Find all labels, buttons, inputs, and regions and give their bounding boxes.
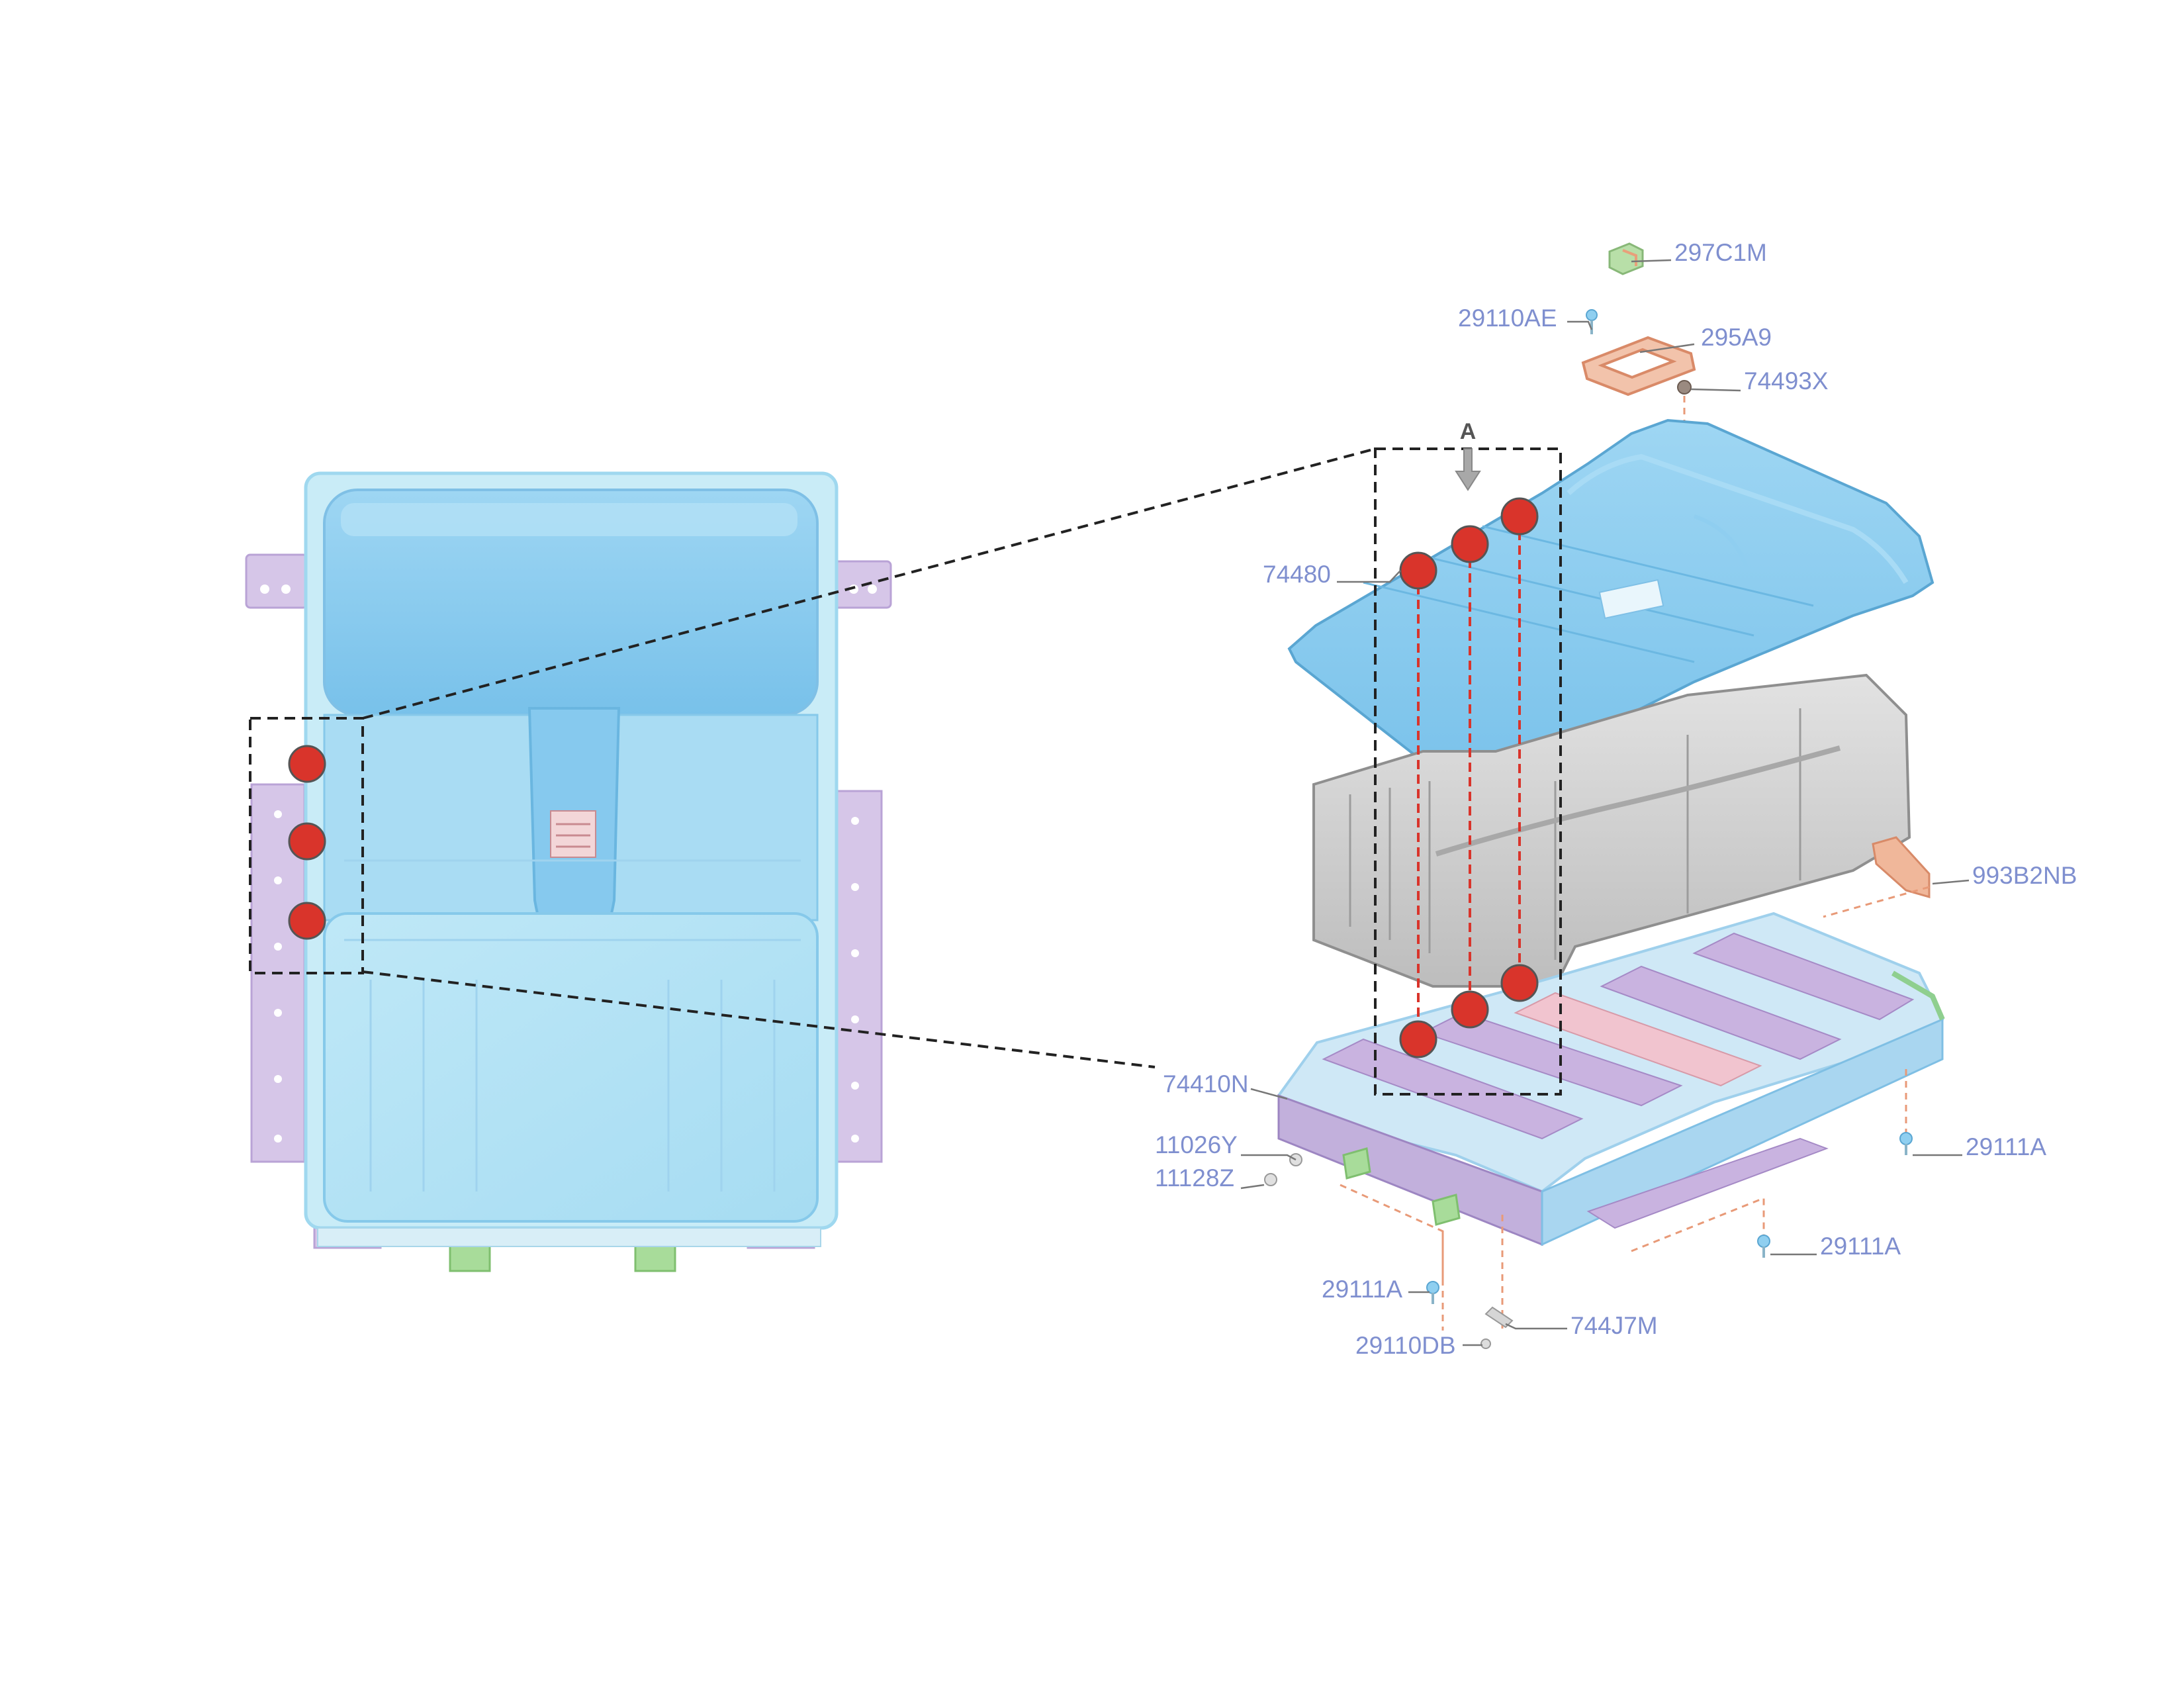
bracket-holes xyxy=(260,585,877,1143)
label-74493X: 74493X xyxy=(1744,367,1829,395)
label-74480: 74480 xyxy=(1263,561,1331,588)
part-29110DB-bolt xyxy=(1480,1338,1491,1349)
part-295A9-gasket xyxy=(1581,336,1696,397)
right-fastener-markers xyxy=(1399,497,1539,1058)
fastener-marker xyxy=(1399,1020,1437,1058)
label-297C1M: 297C1M xyxy=(1674,239,1767,266)
bolt-29111A-left xyxy=(1426,1281,1439,1304)
label-295A9: 295A9 xyxy=(1701,324,1772,351)
label-29111A-right: 29111A xyxy=(1966,1133,2046,1160)
label-74410N: 74410N xyxy=(1163,1070,1249,1098)
fastener-guides xyxy=(1340,1069,1907,1331)
top-view-pack xyxy=(245,471,892,1272)
tray-front-green-mounts xyxy=(1342,1147,1461,1226)
leader-lines xyxy=(1240,259,1970,1346)
lower-tray xyxy=(1277,912,1945,1246)
left-fastener-markers xyxy=(288,745,326,940)
label-29110DB: 29110DB xyxy=(1355,1332,1456,1359)
fastener-marker xyxy=(288,822,326,861)
fastener-marker xyxy=(1451,990,1489,1029)
bolt-29111A-right xyxy=(1899,1132,1913,1155)
view-arrow-icon xyxy=(1455,448,1481,491)
tray-bottom-rail xyxy=(1586,1137,1829,1229)
label-29110AE: 29110AE xyxy=(1458,305,1557,332)
cover-access-plate xyxy=(1598,579,1664,620)
label-744J7M: 744J7M xyxy=(1570,1312,1658,1339)
part-29110AE-bolt xyxy=(1586,309,1598,334)
detail-box-left xyxy=(249,717,364,974)
lower-lid-panel xyxy=(323,912,819,1223)
tunnel-label-plate xyxy=(550,810,596,858)
label-11128Z: 11128Z xyxy=(1155,1164,1234,1192)
upper-cover xyxy=(1287,418,1934,803)
fastener-marker xyxy=(288,902,326,940)
label-11026Y: 11026Y xyxy=(1155,1131,1238,1158)
battery-modules xyxy=(1312,673,1911,988)
label-993B2NB: 993B2NB xyxy=(1972,862,2077,889)
part-74493X-nut xyxy=(1677,380,1692,395)
fastener-marker xyxy=(1399,551,1437,590)
hardware-11128Z xyxy=(1264,1173,1277,1186)
label-29111A-mid: 29111A xyxy=(1820,1233,1901,1260)
fastener-marker xyxy=(288,745,326,783)
part-297C1M-shape xyxy=(1608,242,1644,275)
part-744J7M-clip xyxy=(1484,1306,1514,1329)
fastener-marker xyxy=(1451,525,1489,563)
bolt-29111A-mid xyxy=(1757,1235,1770,1258)
zoom-connector-bottom xyxy=(362,970,1156,1068)
fastener-marker xyxy=(1500,964,1539,1002)
view-marker-a: A xyxy=(1460,419,1477,444)
zoom-connector-top xyxy=(362,447,1376,720)
part-993B2NB-sheet xyxy=(1872,836,1931,898)
alignment-lines xyxy=(1417,516,1521,1039)
label-29111A-left: 29111A xyxy=(1322,1276,1402,1303)
fastener-marker xyxy=(1500,497,1539,536)
